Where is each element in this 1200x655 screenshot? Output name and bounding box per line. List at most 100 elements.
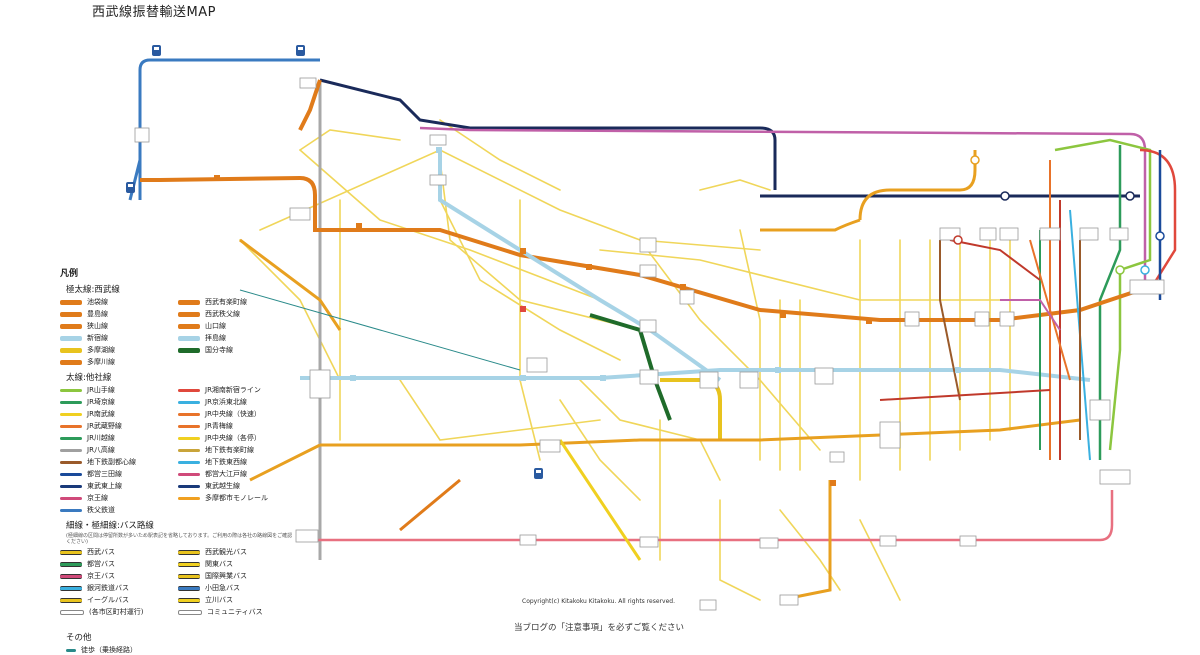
legend-label: 多摩都市モノレール — [205, 494, 268, 502]
legend-swatch — [178, 347, 200, 353]
legend-item: 多摩川線 — [60, 357, 178, 367]
legend-label: JR中央線（各停） — [205, 434, 261, 442]
legend-label: 西武バス — [87, 548, 115, 556]
teal-diagonal-line — [239, 289, 521, 371]
legend-label: コミュニティバス — [207, 608, 263, 616]
legend-item: JR山手線 — [60, 385, 178, 395]
jr-yamanote-loop — [1054, 138, 1152, 451]
seibu-kokubunji-line — [589, 313, 672, 421]
legend-item: イーグルバス — [60, 595, 178, 605]
legend-label: 豊島線 — [87, 310, 108, 318]
legend-item: (各市区町村運行) — [60, 607, 178, 617]
legend-swatch — [178, 335, 200, 341]
seibu-tamagawa-line — [399, 478, 461, 532]
legend-item: 西武観光バス — [178, 547, 296, 557]
legend-misc-section: その他 — [66, 633, 92, 643]
legend-swatch — [178, 472, 200, 476]
legend-swatch — [60, 388, 82, 392]
jr-saikyo-line — [1098, 145, 1122, 460]
legend-swatch — [178, 448, 200, 452]
legend-item: 国分寺線 — [178, 345, 296, 355]
chichibu-railway — [138, 58, 320, 200]
legend-label: JR京浜東北線 — [205, 398, 247, 406]
legend-item: 拝島線 — [178, 333, 296, 343]
station-markers — [134, 77, 1165, 611]
legend-item: 秩父鉄道 — [60, 505, 178, 515]
legend-swatch — [60, 597, 82, 603]
legend-swatch — [60, 412, 82, 416]
legend-label: JR青梅線 — [205, 422, 233, 430]
legend-item: 都営バス — [60, 559, 178, 569]
legend-label: (各市区町村運行) — [89, 608, 144, 616]
legend-seibu-section: 極太線:西武線 — [66, 285, 120, 295]
legend-label: 新宿線 — [87, 334, 108, 342]
legend-item: 地下鉄東西線 — [178, 457, 296, 467]
legend-label: JR南武線 — [87, 410, 115, 418]
copyright-text: Copyright(c) Kitakoku Kitakoku. All righ… — [522, 598, 675, 605]
legend-label: 銀河鉄道バス — [87, 584, 129, 592]
legend-swatch — [60, 561, 82, 567]
legend-label: JR八高線 — [87, 446, 115, 454]
central-tokyo-lines — [879, 160, 1091, 461]
legend-item: JR京浜東北線 — [178, 397, 296, 407]
legend-label: 都営大江戸線 — [205, 470, 247, 478]
legend-item: JR埼京線 — [60, 397, 178, 407]
seibu-tamako-line — [660, 378, 722, 440]
oedo-northern-line — [419, 126, 1147, 290]
legend-swatch — [178, 496, 200, 500]
legend-label: JR川越線 — [87, 434, 115, 442]
legend-swatch — [60, 424, 82, 428]
legend-item: 山口線 — [178, 321, 296, 331]
legend-swatch — [178, 460, 200, 464]
legend-heading: 凡例 — [60, 269, 79, 279]
notice-link[interactable]: 当ブログの「注意事項」を必ずご覧ください — [514, 623, 685, 633]
transfer-circles — [953, 155, 1165, 275]
legend-item: 地下鉄有楽町線 — [178, 445, 296, 455]
legend-item: 京王線 — [60, 493, 178, 503]
legend-swatch — [178, 323, 200, 329]
legend-label: 狭山線 — [87, 322, 108, 330]
legend-swatch — [60, 484, 82, 488]
legend-label: 池袋線 — [87, 298, 108, 306]
legend-swatch — [178, 436, 200, 440]
legend-item: JR武蔵野線 — [60, 421, 178, 431]
map-title: 西武線振替輸送MAP — [92, 5, 216, 20]
transit-map[interactable] — [0, 0, 1200, 630]
legend-bus-section: 細線・極細線:バス路線 — [66, 521, 154, 531]
legend-item: 小田急バス — [178, 583, 296, 593]
legend-item: 豊島線 — [60, 309, 178, 319]
legend-item: 新宿線 — [60, 333, 178, 343]
legend-swatch — [60, 460, 82, 464]
legend-swatch — [60, 436, 82, 440]
legend-label: 多摩川線 — [87, 358, 115, 366]
chichibu-branch — [128, 159, 142, 201]
legend-panel: 凡例 極太線:西武線 池袋線西武有楽町線豊島線西武秩父線狭山線山口線新宿線拝島線… — [60, 264, 300, 655]
legend-swatch — [60, 347, 82, 353]
seibu-shinjuku-line — [300, 368, 1091, 382]
legend-label: 西武観光バス — [205, 548, 247, 556]
keio-line — [310, 490, 1114, 542]
jr-chuo-west-branch — [249, 443, 321, 482]
legend-label: JR山手線 — [87, 386, 115, 394]
legend-item: 国際興業バス — [178, 571, 296, 581]
legend-item: 銀河鉄道バス — [60, 583, 178, 593]
legend-item: 多摩都市モノレール — [178, 493, 296, 503]
legend-label: JR武蔵野線 — [87, 422, 122, 430]
walk-swatch — [66, 648, 76, 652]
legend-label: 国際興業バス — [205, 572, 247, 580]
legend-label: 関東バス — [205, 560, 233, 568]
legend-item: 西武有楽町線 — [178, 297, 296, 307]
legend-item: 多摩湖線 — [60, 345, 178, 355]
legend-swatch — [60, 585, 82, 591]
legend-label: 拝島線 — [205, 334, 226, 342]
line-number-badges — [214, 175, 872, 486]
legend-swatch — [178, 311, 200, 317]
legend-swatch — [178, 561, 200, 567]
legend-label: 地下鉄副都心線 — [87, 458, 136, 466]
jr-musashino-ring — [858, 150, 977, 221]
legend-label: 都営バス — [87, 560, 115, 568]
legend-item: コミュニティバス — [178, 607, 296, 617]
legend-swatch — [178, 597, 200, 603]
legend-swatch — [178, 484, 200, 488]
legend-swatch — [178, 609, 202, 615]
